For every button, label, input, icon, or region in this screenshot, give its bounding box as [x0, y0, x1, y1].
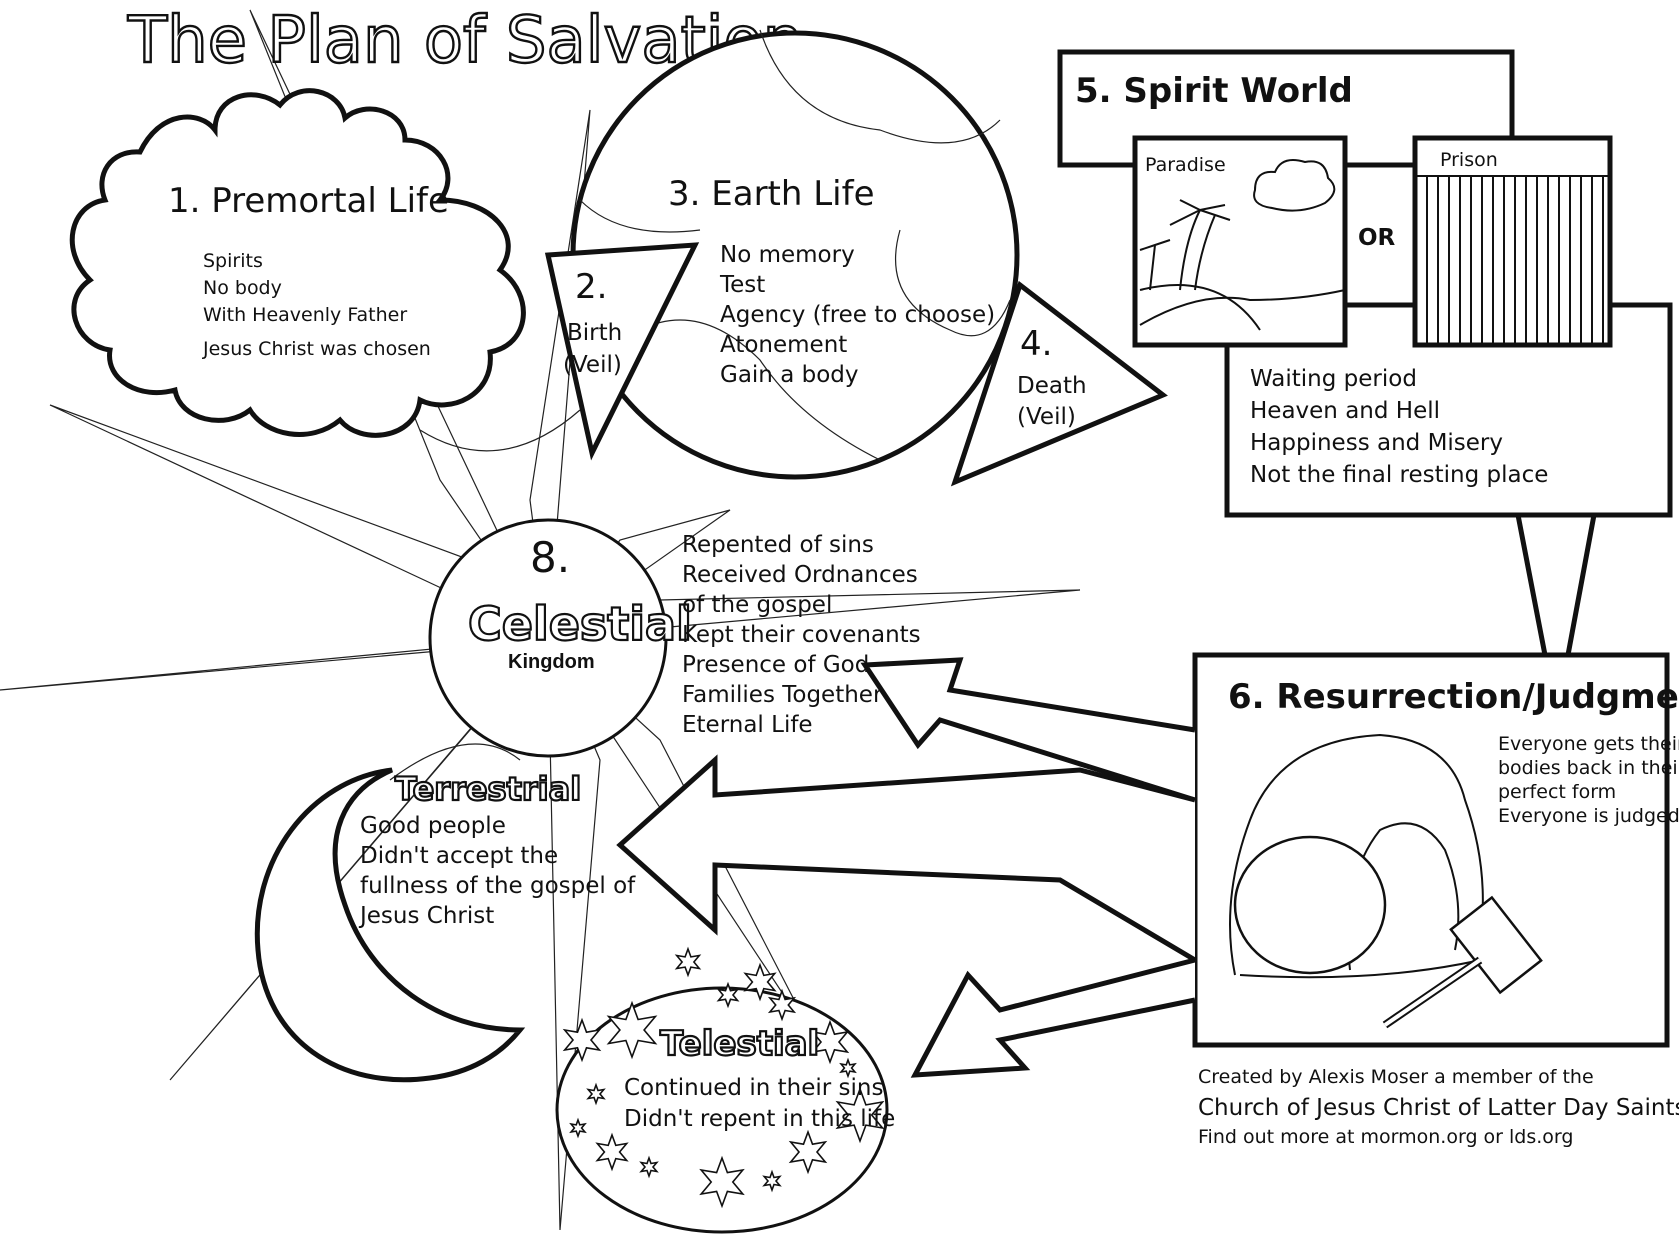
- terrestrial-item-2: Didn't accept the: [360, 843, 558, 869]
- star-icon: [699, 1155, 745, 1209]
- terrestrial-item-3: fullness of the gospel of: [360, 873, 636, 899]
- premortal-item-2: No body: [203, 277, 282, 299]
- star-icon: [595, 1132, 629, 1172]
- telestial-name: Telestial: [660, 1024, 819, 1064]
- earth-item-1: No memory: [720, 242, 855, 268]
- arrow-to-telestial: [910, 957, 1196, 1078]
- earth-item-2: Test: [719, 272, 765, 298]
- terrestrial-item-4: Jesus Christ: [358, 903, 494, 929]
- star-icon: [762, 1169, 782, 1193]
- celestial-item-2: Received Ordnances: [682, 562, 918, 588]
- spirit-world-heading: 5. Spirit World: [1075, 71, 1353, 111]
- spirit-world: 5. Spirit World Waiting period Heaven an…: [1057, 49, 1673, 518]
- celestial-item-4: Kept their covenants: [682, 622, 921, 648]
- resurrection-item-1: Everyone gets their: [1498, 733, 1679, 755]
- premortal-life-cloud: 1. Premortal Life Spirits No body With H…: [69, 88, 526, 438]
- premortal-item-3: With Heavenly Father: [203, 304, 407, 326]
- death-number: 4.: [1020, 324, 1052, 364]
- spirit-world-item-1: Waiting period: [1250, 366, 1417, 392]
- star-icon: [810, 1019, 850, 1065]
- terrestrial-kingdom: Terrestrial Good people Didn't accept th…: [254, 767, 636, 1083]
- arrow-to-celestial: [860, 657, 1196, 803]
- birth-number: 2.: [575, 267, 607, 307]
- prison-bars-icon: [1426, 176, 1604, 345]
- resurrection-judgment-box: 6. Resurrection/Judgment Everyone gets t…: [1192, 652, 1679, 1048]
- spirit-world-item-2: Heaven and Hell: [1250, 398, 1440, 424]
- paradise-label: Paradise: [1145, 154, 1226, 176]
- resurrection-item-2: bodies back in their: [1498, 757, 1679, 779]
- star-icons: [562, 946, 885, 1209]
- star-icon: [767, 988, 797, 1022]
- earth-item-4: Atonement: [720, 332, 847, 358]
- star-icon: [743, 962, 777, 1002]
- star-icon: [586, 1082, 606, 1106]
- birth-sub: (Veil): [563, 352, 622, 378]
- birth-label: Birth: [567, 320, 622, 346]
- spirit-world-item-3: Happiness and Misery: [1250, 430, 1503, 456]
- spirit-world-to-resurrection-connector: [1514, 512, 1598, 658]
- premortal-item-1: Spirits: [203, 250, 263, 272]
- death-sub: (Veil): [1017, 404, 1076, 430]
- credits-line-1: Created by Alexis Moser a member of the: [1198, 1066, 1594, 1088]
- credits-line-2: Church of Jesus Christ of Latter Day Sai…: [1198, 1095, 1679, 1121]
- resurrection-item-4: Everyone is judged: [1498, 805, 1679, 827]
- death-label: Death: [1017, 373, 1087, 399]
- celestial-kingdom: 8. Celestial Kingdom Repented of sins Re…: [428, 518, 921, 758]
- telestial-item-1: Continued in their sins: [624, 1075, 883, 1101]
- star-icon: [674, 946, 702, 978]
- celestial-item-3: of the gospel: [682, 592, 832, 618]
- celestial-item-6: Families Together: [682, 682, 883, 708]
- moon-icon: [254, 767, 526, 1083]
- star-icon: [606, 1000, 658, 1060]
- star-icon: [639, 1155, 659, 1179]
- cloud-icon: [1253, 159, 1336, 212]
- terrestrial-name: Terrestrial: [395, 770, 581, 808]
- credits-line-3: Find out more at mormon.org or lds.org: [1198, 1126, 1573, 1148]
- resurrection-heading: 6. Resurrection/Judgment: [1228, 677, 1679, 717]
- earth-item-5: Gain a body: [720, 362, 858, 388]
- telestial-kingdom: Telestial Continued in their sins Didn't…: [555, 946, 895, 1234]
- terrestrial-item-1: Good people: [360, 813, 506, 839]
- star-icon: [562, 1017, 602, 1063]
- birth-arrow: 2. Birth (Veil): [544, 242, 700, 461]
- or-label: OR: [1358, 225, 1396, 251]
- tomb-icon: [1229, 733, 1521, 979]
- celestial-item-5: Presence of God: [682, 652, 869, 678]
- prison-label: Prison: [1440, 149, 1498, 171]
- star-icon: [839, 1057, 857, 1079]
- celestial-name: Celestial: [468, 597, 692, 651]
- earth-life-circle: 3. Earth Life No memory Test Agency (fre…: [570, 29, 1020, 480]
- palm-tree-icon: [1139, 199, 1346, 331]
- credits: Created by Alexis Moser a member of the …: [1198, 1066, 1679, 1148]
- telestial-item-2: Didn't repent in this life: [624, 1106, 895, 1132]
- celestial-number: 8.: [530, 533, 570, 582]
- celestial-item-1: Repented of sins: [682, 532, 874, 558]
- celestial-item-7: Eternal Life: [682, 712, 813, 738]
- star-icon: [835, 1086, 885, 1144]
- arrow-to-terrestrial: [616, 754, 1197, 963]
- celestial-sub: Kingdom: [508, 651, 595, 673]
- premortal-item-4: Jesus Christ was chosen: [202, 338, 431, 360]
- star-icon: [788, 1129, 828, 1175]
- spirit-world-item-4: Not the final resting place: [1250, 462, 1548, 488]
- earth-heading: 3. Earth Life: [668, 174, 875, 214]
- star-icon: [569, 1117, 587, 1139]
- death-arrow: 4. Death (Veil): [950, 280, 1168, 487]
- gavel-icon: [1382, 895, 1543, 1029]
- star-icon: [716, 981, 740, 1009]
- earth-item-3: Agency (free to choose): [720, 302, 995, 328]
- premortal-heading: 1. Premortal Life: [168, 181, 449, 221]
- resurrection-item-3: perfect form: [1498, 781, 1616, 803]
